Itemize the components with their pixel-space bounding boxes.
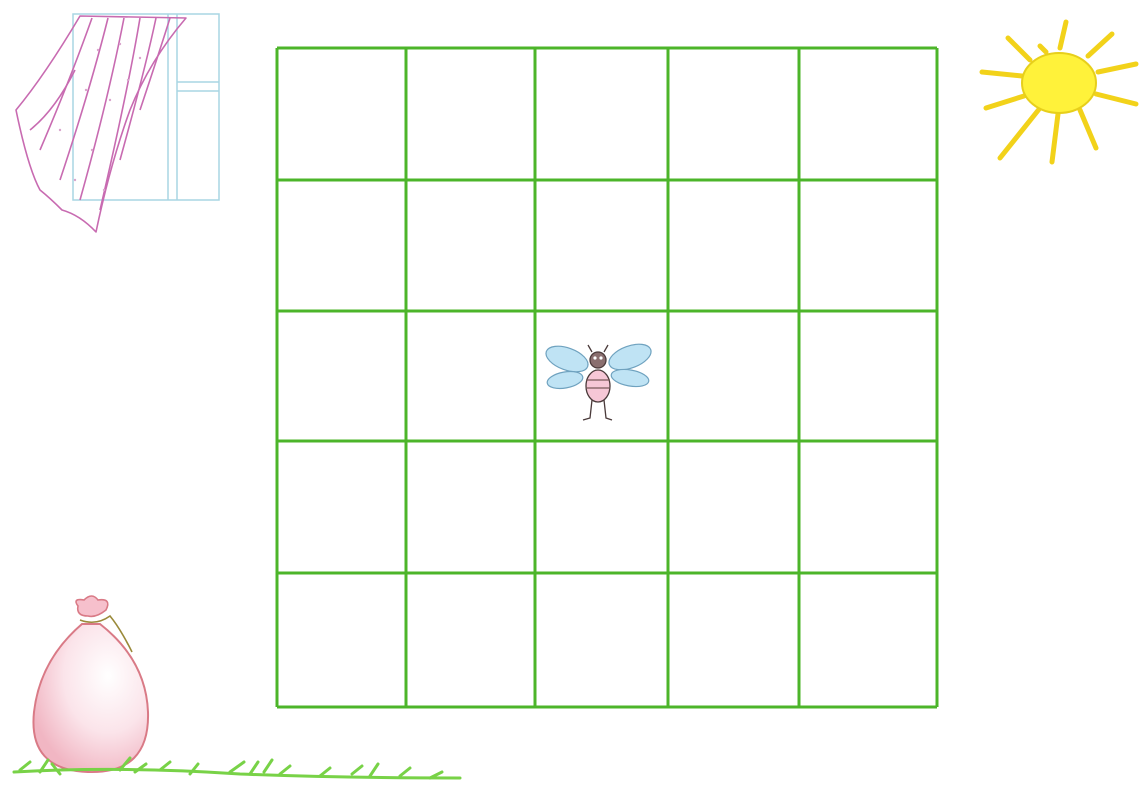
grass [0, 0, 1142, 785]
